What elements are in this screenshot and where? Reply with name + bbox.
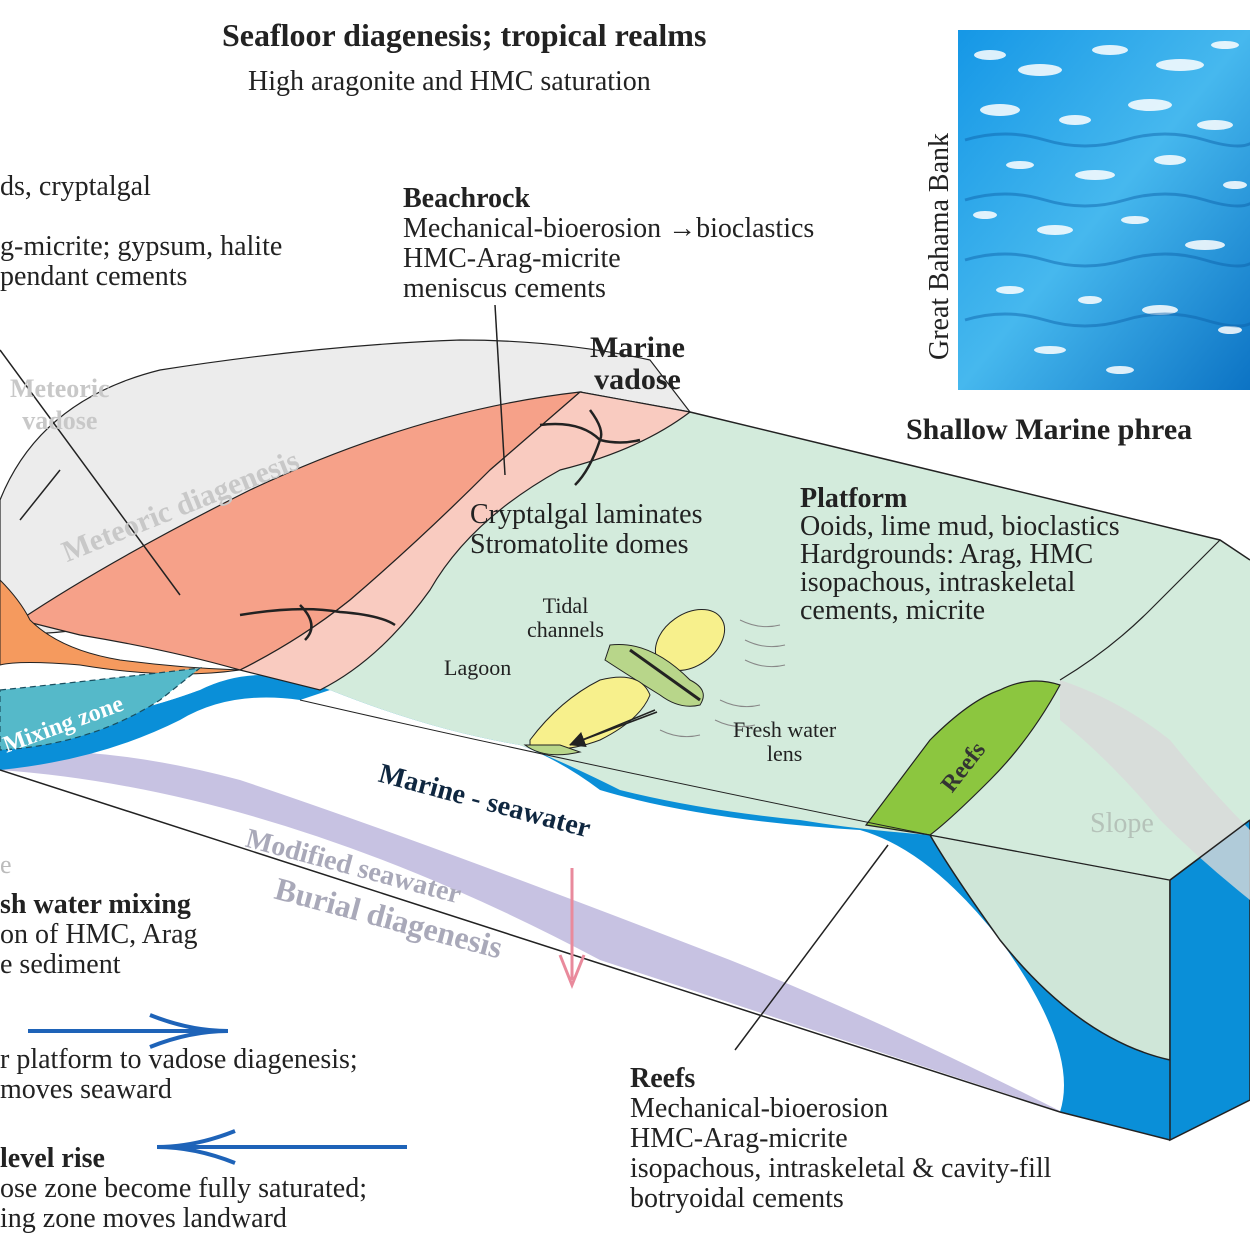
tidal-channels-label: Tidal channels (527, 593, 604, 642)
mixing-heading: sh water mixing (0, 889, 191, 920)
sealevel-rise-line: ing zone moves landward (0, 1203, 287, 1234)
subtitle: High aragonite and HMC saturation (248, 66, 651, 97)
lowstand-arrow (28, 1013, 229, 1049)
left-fragment-label: e (0, 850, 12, 879)
slope-label: Slope (1090, 808, 1154, 839)
meteoric-vadose-label: Meteoric vadose (10, 374, 110, 435)
reef-band (864, 680, 1061, 836)
marine-vadose-label: Marine vadose (590, 331, 685, 396)
sealevel-rise-arrow (156, 1129, 407, 1165)
beachrock-line: meniscus cements (403, 273, 606, 304)
mixing-line: e sediment (0, 949, 121, 980)
desiccation-cracks (239, 409, 641, 641)
reefs-heading: Reefs (630, 1063, 696, 1094)
lowstand-line: r platform to vadose diagenesis; (0, 1044, 358, 1075)
platform-line: Ooids, lime mud, bioclastics (800, 511, 1120, 542)
lowstand-line: moves seaward (0, 1074, 172, 1105)
seawater-left-band (0, 675, 330, 770)
platform-heading: Platform (800, 483, 908, 514)
mixing-zone-band (0, 667, 203, 751)
sabkha-text: ds, cryptalgal g-micrite; gypsum, halite… (0, 172, 282, 292)
platform-text: Platform Ooids, lime mud, bioclastics Ha… (800, 485, 1120, 625)
slope-area (1060, 680, 1250, 900)
photo-caption: Great Bahama Bank (924, 132, 955, 360)
block-front-face (928, 833, 1171, 1061)
fresh-water-lens-label: Fresh water lens (733, 717, 837, 766)
beachrock-text: Beachrock Mechanical-bioerosion →bioclas… (403, 184, 814, 304)
mixing-line: on of HMC, Arag (0, 919, 198, 950)
sabkha-line: g-micrite; gypsum, halite (0, 231, 283, 262)
beachrock-line: HMC-Arag-micrite (403, 243, 621, 274)
reefs-line: isopachous, intraskeletal & cavity-fill (630, 1153, 1052, 1184)
sealevel-rise-text: level rise ose zone become fully saturat… (0, 1144, 367, 1234)
main-title: Seafloor diagenesis; tropical realms (222, 17, 707, 53)
beachrock-line: Mechanical-bioerosion →bioclastics (403, 213, 815, 244)
bahama-bank-photo (958, 30, 1250, 390)
reefs-line: botryoidal cements (630, 1183, 844, 1214)
wave-hachures (659, 619, 786, 738)
shallow-marine-phreatic-label: Shallow Marine phrea (906, 413, 1193, 446)
platform-line: Hardgrounds: Arag, HMC (800, 539, 1094, 570)
reefs-text: Reefs Mechanical-bioerosion HMC-Arag-mic… (630, 1064, 1051, 1214)
fresh-water-lens (529, 676, 651, 750)
platform-line: cements, micrite (800, 595, 986, 626)
reefs-line: HMC-Arag-micrite (630, 1123, 848, 1154)
meteoric-wedge (0, 579, 241, 675)
lagoon-label: Lagoon (444, 655, 512, 680)
platform-line: isopachous, intraskeletal (800, 567, 1076, 598)
sealevel-rise-heading: level rise (0, 1143, 105, 1174)
reefs-line: Mechanical-bioerosion (630, 1093, 889, 1124)
mixing-text: sh water mixing on of HMC, Arag e sedime… (0, 890, 198, 980)
beachrock-heading: Beachrock (403, 183, 531, 214)
beach-band (238, 391, 692, 691)
burial-zone (0, 775, 1250, 1250)
tidal-channels (604, 609, 726, 707)
modified-seawater-layer (0, 750, 1062, 1112)
sealevel-rise-line: ose zone become fully saturated; (0, 1173, 367, 1204)
cryptalgal-text: Cryptalgal laminates Stromatolite domes (470, 499, 703, 560)
sabkha-line: ds, cryptalgal (0, 171, 151, 202)
lowstand-text: r platform to vadose diagenesis; moves s… (0, 1045, 358, 1105)
sabkha-line: pendant cements (0, 261, 188, 292)
